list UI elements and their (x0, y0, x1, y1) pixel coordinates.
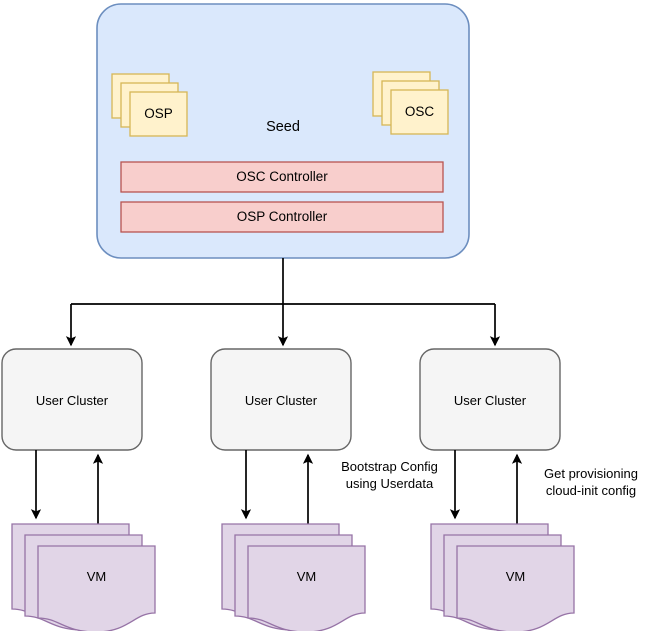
cluster-vm-arrows-3 (449, 450, 523, 525)
vm-doc-front-3 (456, 545, 575, 631)
cluster-vm-arrows-2 (240, 450, 314, 525)
osp-controller-bar[interactable] (120, 201, 444, 233)
user-cluster-box-2[interactable] (210, 348, 352, 451)
osc-card-stack[interactable] (372, 71, 449, 135)
osc-card-front (390, 89, 449, 135)
cluster-vm-arrows-1 (30, 450, 104, 525)
vm-doc-front-1 (37, 545, 156, 631)
vm-doc-front-2 (247, 545, 366, 631)
vm-stack-3[interactable] (430, 523, 575, 631)
osp-card-stack[interactable] (111, 73, 188, 137)
osp-card-front (129, 91, 188, 137)
user-cluster-box-1[interactable] (1, 348, 143, 451)
vm-stack-2[interactable] (221, 523, 366, 631)
user-cluster-box-3[interactable] (419, 348, 561, 451)
vm-stack-1[interactable] (11, 523, 156, 631)
osc-controller-bar[interactable] (120, 161, 444, 193)
seed-to-clusters-connector (65, 258, 501, 347)
